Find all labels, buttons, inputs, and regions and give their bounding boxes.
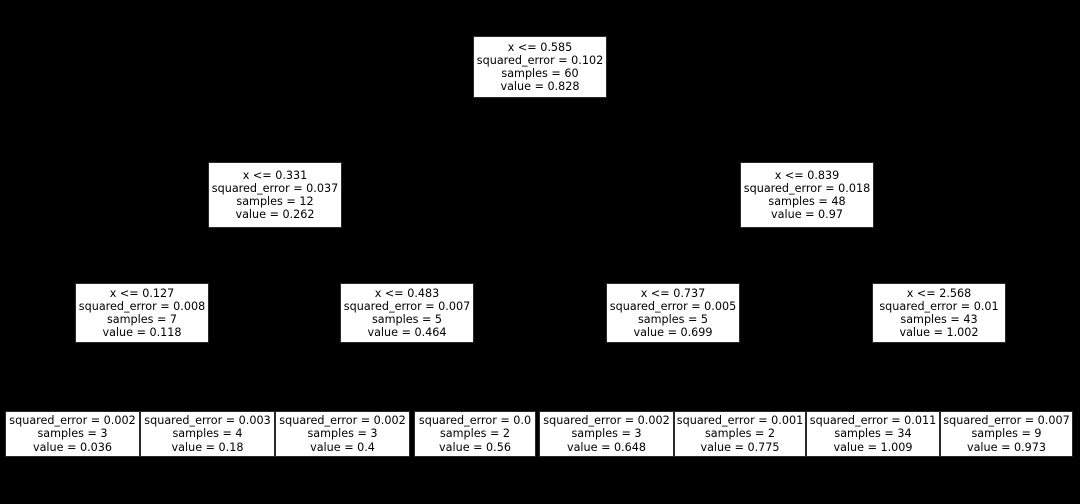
node-samples-text: samples = 12 bbox=[236, 195, 314, 208]
node-samples-text: samples = 5 bbox=[371, 313, 443, 326]
node-samples-text: samples = 3 bbox=[37, 427, 108, 441]
node-value-text: value = 0.648 bbox=[566, 440, 647, 454]
node-samples-text: samples = 3 bbox=[571, 427, 642, 441]
node-samples-text: samples = 43 bbox=[900, 313, 978, 326]
node-samples-text: samples = 2 bbox=[704, 427, 776, 441]
node-squared-error-text: squared_error = 0.002 bbox=[9, 414, 136, 428]
node-squared-error-text: squared_error = 0.037 bbox=[211, 181, 339, 195]
node-samples-text: samples = 9 bbox=[971, 427, 1042, 441]
node-squared-error-text: squared_error = 0.01 bbox=[879, 299, 999, 313]
node-squared-error-text: squared_error = 0.0 bbox=[418, 414, 532, 428]
node-samples-text: samples = 34 bbox=[834, 427, 912, 441]
node-squared-error-text: squared_error = 0.007 bbox=[943, 414, 1070, 428]
node-samples-text: samples = 7 bbox=[106, 313, 178, 326]
node-samples-text: samples = 5 bbox=[637, 313, 709, 326]
node-samples-text: samples = 2 bbox=[439, 427, 511, 441]
node-value-text: value = 0.4 bbox=[310, 440, 375, 454]
node-value-text: value = 0.97 bbox=[771, 208, 843, 222]
node-value-text: value = 0.464 bbox=[367, 326, 447, 340]
node-condition-text: x <= 0.127 bbox=[109, 286, 175, 300]
node-samples-text: samples = 48 bbox=[768, 195, 846, 208]
node-value-text: value = 0.828 bbox=[500, 80, 580, 94]
node-value-text: value = 1.009 bbox=[833, 440, 913, 454]
node-squared-error-text: squared_error = 0.008 bbox=[78, 299, 206, 313]
node-condition-text: x <= 0.737 bbox=[640, 286, 706, 300]
node-condition-text: x <= 0.483 bbox=[374, 286, 440, 300]
node-condition-text: x <= 2.568 bbox=[906, 286, 972, 300]
node-condition-text: x <= 0.331 bbox=[242, 168, 308, 182]
node-squared-error-text: squared_error = 0.007 bbox=[343, 299, 471, 313]
node-squared-error-text: squared_error = 0.002 bbox=[543, 414, 670, 428]
node-squared-error-text: squared_error = 0.011 bbox=[809, 414, 937, 428]
node-squared-error-text: squared_error = 0.001 bbox=[676, 414, 804, 428]
node-value-text: value = 1.002 bbox=[899, 326, 979, 340]
node-value-text: value = 0.262 bbox=[235, 208, 315, 222]
node-squared-error-text: squared_error = 0.002 bbox=[279, 414, 406, 428]
node-value-text: value = 0.118 bbox=[102, 326, 182, 340]
node-value-text: value = 0.18 bbox=[171, 440, 244, 454]
node-squared-error-text: squared_error = 0.018 bbox=[743, 181, 871, 195]
node-value-text: value = 0.973 bbox=[966, 440, 1047, 454]
node-samples-text: samples = 3 bbox=[307, 427, 378, 441]
node-squared-error-text: squared_error = 0.102 bbox=[476, 53, 604, 67]
node-squared-error-text: squared_error = 0.005 bbox=[609, 299, 737, 313]
node-value-text: value = 0.036 bbox=[32, 440, 113, 454]
node-value-text: value = 0.775 bbox=[700, 440, 780, 454]
node-value-text: value = 0.699 bbox=[633, 326, 713, 340]
node-condition-text: x <= 0.585 bbox=[507, 40, 573, 54]
node-squared-error-text: squared_error = 0.003 bbox=[144, 414, 271, 428]
node-condition-text: x <= 0.839 bbox=[774, 168, 840, 182]
node-value-text: value = 0.56 bbox=[439, 440, 511, 454]
node-samples-text: samples = 4 bbox=[172, 427, 243, 441]
node-samples-text: samples = 60 bbox=[501, 67, 579, 80]
